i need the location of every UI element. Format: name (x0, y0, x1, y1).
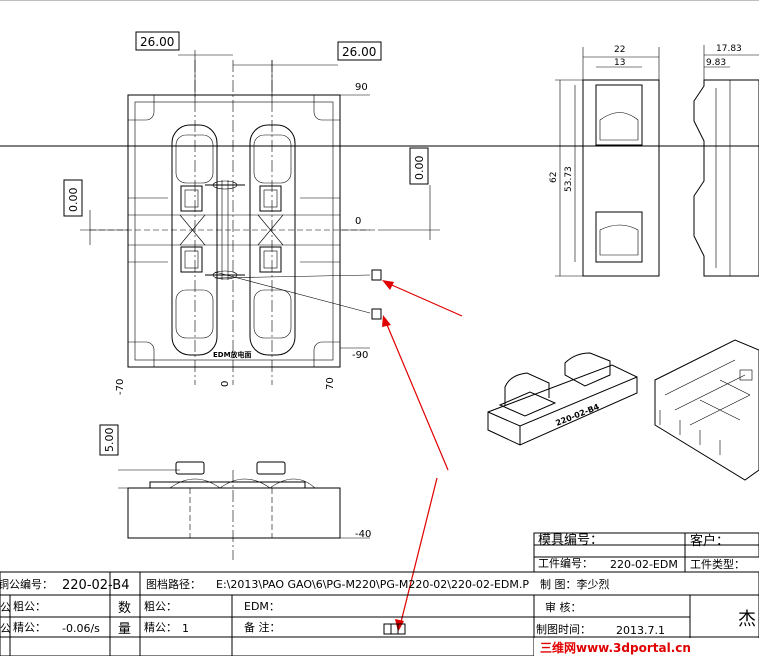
client-label: 客户： (690, 533, 729, 549)
plan-x-neg70: -70 (115, 379, 126, 395)
side-dim-22: 22 (614, 45, 625, 55)
part-no-value: 220-02-EDM (610, 558, 678, 571)
side-dim-62: 62 (549, 172, 559, 183)
plan-x-0: 0 (220, 381, 231, 387)
remark-label: 备 注： (244, 620, 281, 634)
svg-text:0.00: 0.00 (67, 188, 80, 213)
side-view: 22 13 62 53.73 (549, 45, 660, 277)
dim-top-left: 26.00 (135, 31, 233, 100)
fine-value: -0.06/s (62, 622, 100, 635)
part-no-label: 工件编号： (538, 556, 593, 570)
part-engrave-text: 220-02-B4 (554, 402, 601, 428)
front-ordinate-neg40: -40 (355, 529, 371, 540)
svg-text:26.00: 26.00 (342, 45, 376, 59)
remark-box-3 (397, 623, 406, 635)
side-dim-5373: 53.73 (564, 166, 574, 192)
remark-box-1 (383, 623, 392, 635)
tool-no-value: 220-02-B4 (62, 578, 129, 593)
edm-label: EDM： (244, 600, 280, 613)
title-block: 模具编号： 客户： 工件编号： 220-02-EDM 工件类型： 铜公编号： 2… (0, 532, 759, 657)
fine-label: 精公： (13, 621, 46, 634)
date-value: 2013.7.1 (616, 624, 665, 637)
rough-label: 粗公： (13, 600, 46, 613)
annotation-arrows (382, 280, 463, 632)
front-view: 5.00 -40 (99, 424, 371, 560)
dim-right-vertical: 0.00 (380, 147, 440, 240)
plan-ordinate-0: 0 (355, 216, 361, 227)
review-label: 审 核： (545, 600, 582, 614)
plan-ordinate-neg90: -90 (352, 350, 368, 361)
part-type-label: 工件类型： (690, 557, 745, 571)
date-label: 制图时间： (536, 623, 591, 636)
iso-electrode: 220-02-B4 (487, 352, 638, 446)
side-dim-13: 13 (614, 58, 625, 68)
path-label: 图档路径： (146, 577, 201, 591)
end-view: 17.83 9.83 (693, 44, 759, 277)
end-dim-983: 9.83 (706, 58, 726, 68)
cursor-box-lower (371, 308, 382, 320)
edm-face-label: EDM放电面 (213, 350, 252, 359)
fine2-value: 1 (182, 622, 189, 635)
company-char: 杰 (738, 609, 756, 630)
qty-char-1: 数 (118, 601, 131, 616)
drawer-text: 制 图：李少烈 (540, 577, 610, 591)
path-value: E:\2013\PAO GAO\6\PG-M220\PG-M220-02\220… (216, 578, 529, 591)
plan-ordinate-90: 90 (355, 82, 368, 93)
fine2-label: 精公： (144, 621, 177, 634)
mold-no-label: 模具编号： (538, 533, 603, 548)
svg-text:5.00: 5.00 (103, 428, 116, 453)
plan-x-70: 70 (325, 377, 336, 390)
tool-no-label: 铜公编号： (0, 577, 53, 591)
qty-char-2: 量 (118, 622, 131, 637)
iso-assembly (654, 339, 759, 481)
svg-text:0.00: 0.00 (413, 156, 426, 181)
watermark-bg (534, 638, 759, 656)
cursor-box-upper (371, 269, 382, 281)
rough2-label: 粗公： (144, 600, 177, 613)
dim-left-vertical: 0.00 (63, 179, 128, 245)
plan-view: 90 0 -90 -70 0 70 EDM放电面 (90, 60, 382, 395)
end-dim-1783: 17.83 (716, 44, 742, 54)
dim-top-right: 26.00 (233, 41, 382, 100)
watermark-text: 三维网www.3dportal.cn (540, 640, 691, 655)
row-side-char-1: 公 (0, 601, 11, 614)
row-side-char-2: 公 (0, 622, 11, 635)
svg-text:26.00: 26.00 (140, 35, 174, 49)
